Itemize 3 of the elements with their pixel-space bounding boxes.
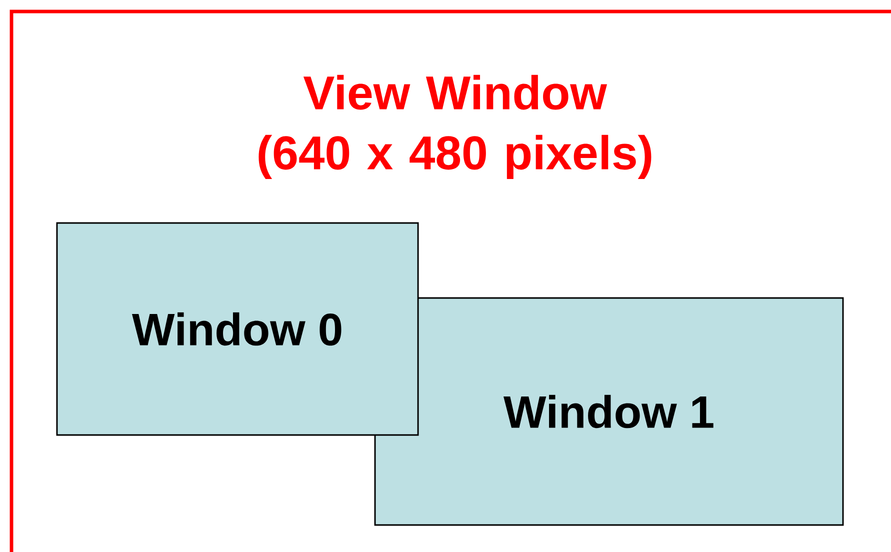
window-box: Window 1	[374, 297, 844, 526]
title-text: View Window (640 x 480 pixels)	[258, 74, 652, 180]
window-box: Window 0	[56, 222, 419, 436]
